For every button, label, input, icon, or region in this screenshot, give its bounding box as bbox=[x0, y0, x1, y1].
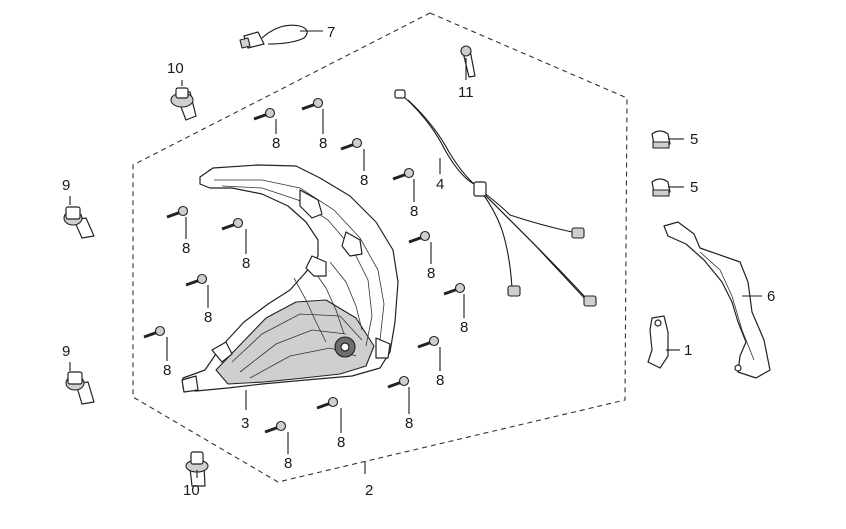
callout-8: 8 bbox=[242, 255, 250, 272]
screw-head bbox=[232, 217, 244, 229]
callout-8: 8 bbox=[360, 172, 368, 189]
screw-head bbox=[403, 167, 415, 179]
screw-head bbox=[275, 420, 287, 432]
callout-8: 8 bbox=[436, 372, 444, 389]
callout-2: 2 bbox=[365, 482, 373, 499]
leader-lines bbox=[69, 30, 762, 478]
callout-5-bottom: 5 bbox=[690, 179, 698, 196]
screw-head bbox=[177, 205, 189, 217]
screw-part-8: 8 bbox=[166, 205, 190, 257]
clip-tie-part-7 bbox=[239, 24, 308, 49]
screw-head bbox=[312, 97, 324, 109]
screw-part-8: 8 bbox=[392, 167, 418, 220]
screw-part-8: 8 bbox=[408, 230, 435, 282]
callout-7: 7 bbox=[327, 24, 335, 41]
clip-part-1 bbox=[647, 315, 669, 369]
screw-head bbox=[351, 137, 363, 149]
callout-8: 8 bbox=[284, 455, 292, 472]
screw-head bbox=[454, 282, 466, 294]
bulb-part-5-top bbox=[651, 130, 671, 149]
callout-9-bottom: 9 bbox=[62, 343, 70, 360]
callout-4: 4 bbox=[436, 176, 444, 193]
screw-part-8: 8 bbox=[143, 325, 171, 379]
callout-8: 8 bbox=[204, 309, 212, 326]
screw-head bbox=[196, 273, 208, 285]
screw-part-8: 8 bbox=[301, 97, 327, 152]
screw-part-8: 8 bbox=[417, 335, 444, 389]
wiring-harness-part-4 bbox=[394, 89, 597, 307]
callout-8: 8 bbox=[337, 434, 345, 451]
screw-head bbox=[154, 325, 166, 337]
callout-8: 8 bbox=[410, 203, 418, 220]
screw-part-8: 8 bbox=[443, 282, 468, 336]
callout-8: 8 bbox=[272, 135, 280, 152]
flange-bolt-part-10-top bbox=[170, 87, 197, 121]
screw-part-8: 8 bbox=[264, 420, 292, 472]
callout-11: 11 bbox=[458, 84, 474, 101]
callout-6: 6 bbox=[767, 288, 775, 305]
screw-part-11 bbox=[460, 45, 476, 78]
callout-8: 8 bbox=[163, 362, 171, 379]
callout-3: 3 bbox=[241, 415, 249, 432]
headlight-assembly-part-3 bbox=[181, 164, 399, 393]
screw-part-8: 8 bbox=[340, 137, 368, 189]
callout-8: 8 bbox=[460, 319, 468, 336]
bracket-part-6 bbox=[663, 221, 771, 379]
screw-part-8: 8 bbox=[387, 375, 413, 432]
flange-bolt-part-9-bottom bbox=[65, 371, 95, 405]
screw-head bbox=[264, 107, 276, 119]
callout-9-top: 9 bbox=[62, 177, 70, 194]
flange-bolt-part-9-top bbox=[63, 206, 95, 239]
callout-8: 8 bbox=[405, 415, 413, 432]
screw-part-8: 8 bbox=[253, 107, 280, 152]
callout-8: 8 bbox=[182, 240, 190, 257]
screw-part-8: 8 bbox=[185, 273, 212, 326]
flange-bolt-part-10-bottom bbox=[185, 451, 209, 487]
callout-5-top: 5 bbox=[690, 131, 698, 148]
callout-10-bottom: 10 bbox=[183, 482, 200, 499]
callout-10-top: 10 bbox=[167, 60, 184, 77]
screw-head bbox=[419, 230, 431, 242]
bulb-part-5-bottom bbox=[651, 178, 671, 197]
callout-1: 1 bbox=[684, 342, 692, 359]
screw-group-part-8: 8 8 8 8 8 8 8 8 8 8 8 8 8 8 bbox=[143, 97, 468, 472]
screw-head bbox=[428, 335, 440, 347]
screw-head bbox=[398, 375, 410, 387]
screw-part-8: 8 bbox=[221, 217, 250, 272]
assembly-boundary bbox=[132, 12, 628, 483]
callout-8: 8 bbox=[427, 265, 435, 282]
screw-head bbox=[327, 396, 339, 408]
callout-8: 8 bbox=[319, 135, 327, 152]
screw-part-8: 8 bbox=[316, 396, 345, 451]
